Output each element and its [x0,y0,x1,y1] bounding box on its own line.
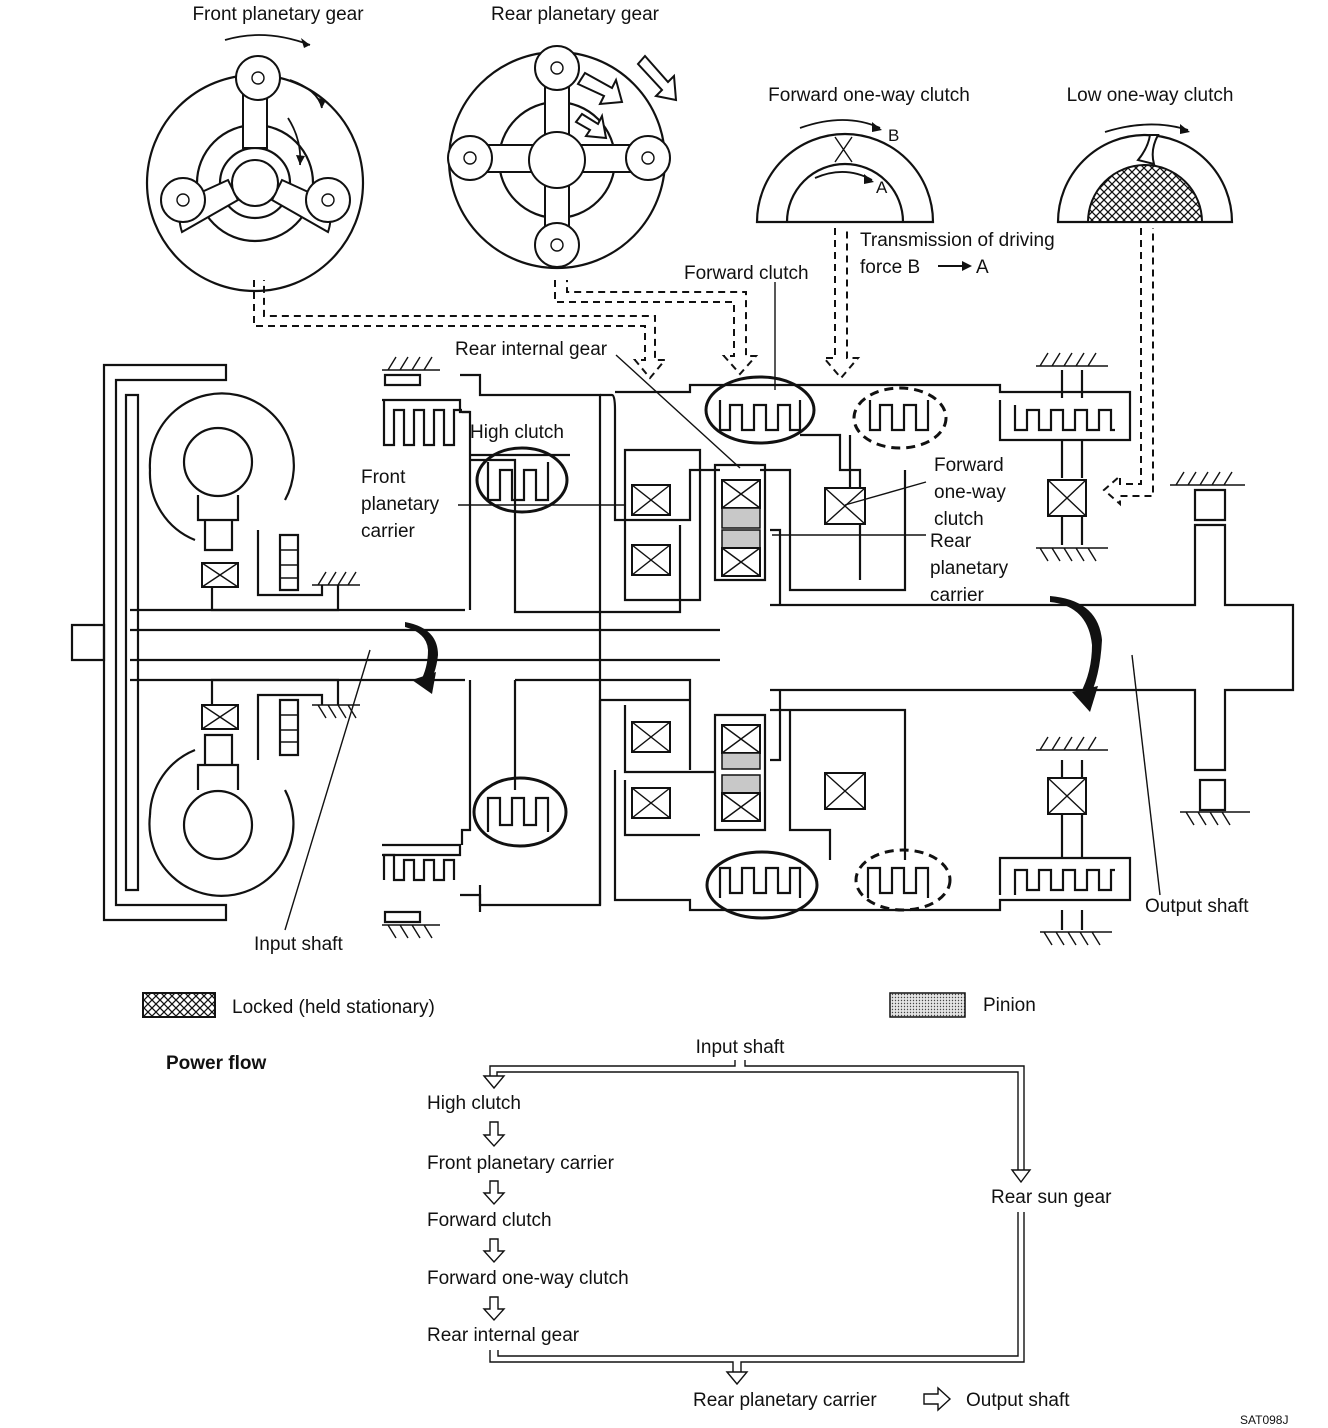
legend-locked-label: Locked (held stationary) [232,997,435,1018]
legend: Locked (held stationary) Pinion [142,992,1036,1018]
front-planetary-gear-figure: Front planetary gear [145,4,364,293]
flow-step-5: Rear internal gear [427,1325,580,1346]
pinion-swatch [889,992,966,1018]
rear-internal-gear-label: Rear internal gear [455,339,608,360]
front-planetary-carrier-label-1: Front [361,467,406,488]
front-planetary-gear-title: Front planetary gear [192,4,364,25]
flow-step-2: Front planetary carrier [427,1153,615,1174]
front-planetary-carrier-label-2: planetary [361,494,440,515]
rear-planetary-carrier-label-1: Rear [930,531,972,552]
rear-planetary-gear-figure: Rear planetary gear [447,4,678,270]
flow-step-3: Forward clutch [427,1210,552,1231]
dashed-pointer-arrows [253,228,1154,507]
rear-planetary-carrier-label-2: planetary [930,558,1009,579]
power-flow-input: Input shaft [696,1037,785,1058]
flow-rear-planetary-carrier: Rear planetary carrier [693,1390,877,1411]
low-one-way-clutch-title: Low one-way clutch [1067,85,1234,106]
transmission-text-end: A [976,257,989,278]
power-flow-title: Power flow [166,1053,267,1074]
front-planetary-carrier-label-3: carrier [361,521,416,542]
rear-planetary-carrier-label-3: carrier [930,585,985,606]
figure-code: SAT098J [1240,1413,1288,1427]
legend-pinion-label: Pinion [983,995,1036,1016]
forward-owc-label-3: clutch [934,509,984,530]
output-shaft-label: Output shaft [1145,896,1249,917]
rear-planetary-gear-title: Rear planetary gear [491,4,660,25]
power-flow-chart: Power flow Input shaft High clutch Front… [166,1037,1112,1412]
flow-step-1: High clutch [427,1093,521,1114]
forward-owc-label-2: one-way [934,482,1006,503]
transmission-text-1: Transmission of driving [860,230,1055,251]
point-b-label: B [888,126,899,145]
point-a-label: A [876,178,888,197]
flow-rear-sun-gear: Rear sun gear [991,1187,1112,1208]
high-clutch-label: High clutch [470,422,564,443]
forward-clutch-label: Forward clutch [684,263,809,284]
flow-output-shaft: Output shaft [966,1390,1070,1411]
forward-one-way-clutch-figure: Forward one-way clutch B A [755,85,970,224]
input-shaft-label: Input shaft [254,934,343,955]
transmission-cross-section [70,282,1295,946]
low-one-way-clutch-figure: Low one-way clutch [1056,85,1234,224]
locked-swatch [142,992,216,1018]
flow-step-4: Forward one-way clutch [427,1268,629,1289]
forward-owc-label-1: Forward [934,455,1004,476]
forward-one-way-clutch-title: Forward one-way clutch [768,85,970,106]
transmission-text-2: force B [860,257,920,278]
